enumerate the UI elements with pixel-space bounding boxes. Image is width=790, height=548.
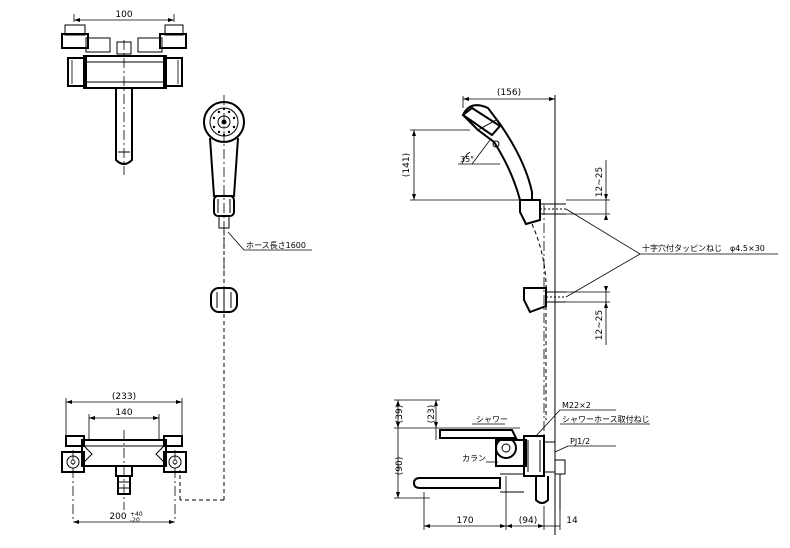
label-hose-screw: シャワーホース取付ねじ bbox=[562, 414, 650, 424]
dim-bracket-gap-top: 12~25 bbox=[595, 167, 605, 197]
dim-base-width: 200 bbox=[109, 512, 126, 522]
dim-spout-length: 170 bbox=[456, 516, 473, 526]
dim-overall-width: (233) bbox=[112, 392, 136, 402]
dim-height-39: (39) bbox=[395, 405, 405, 423]
dim-height-23: (23) bbox=[427, 405, 437, 423]
label-karan: カラン bbox=[462, 454, 486, 463]
dim-base-tol-minus: -20 bbox=[130, 517, 140, 524]
dim-wall-gap: 14 bbox=[566, 516, 578, 526]
dim-height-90: (90) bbox=[395, 457, 405, 475]
label-hose-length: ホース長さ1600 bbox=[246, 241, 306, 250]
hand-shower-front-view: ホース長さ1600 bbox=[179, 95, 312, 501]
label-pj: PJ1/2 bbox=[570, 437, 590, 446]
front-elevation-view: (233) 140 200 +40 -20 bbox=[61, 392, 187, 524]
label-screw: 十字穴付タッピンねじ φ4.5×30 bbox=[642, 243, 765, 253]
dim-angle: 35° bbox=[460, 155, 474, 164]
dim-head-reach: (156) bbox=[497, 88, 521, 98]
dim-head-height: (141) bbox=[402, 153, 412, 177]
label-shower: シャワー bbox=[476, 415, 508, 424]
dim-base-tol-plus: +40 bbox=[130, 511, 143, 518]
dim-bracket-width: 140 bbox=[115, 408, 132, 418]
dim-bracket-gap-bottom: 12~25 bbox=[595, 310, 605, 340]
dim-top-width: 100 bbox=[115, 10, 132, 20]
dim-body-depth: (94) bbox=[519, 516, 537, 526]
side-elevation-view: (156) (141) 35° 12~25 bbox=[394, 88, 778, 535]
top-plan-view: 100 bbox=[61, 10, 187, 175]
label-m22: M22×2 bbox=[562, 401, 591, 410]
